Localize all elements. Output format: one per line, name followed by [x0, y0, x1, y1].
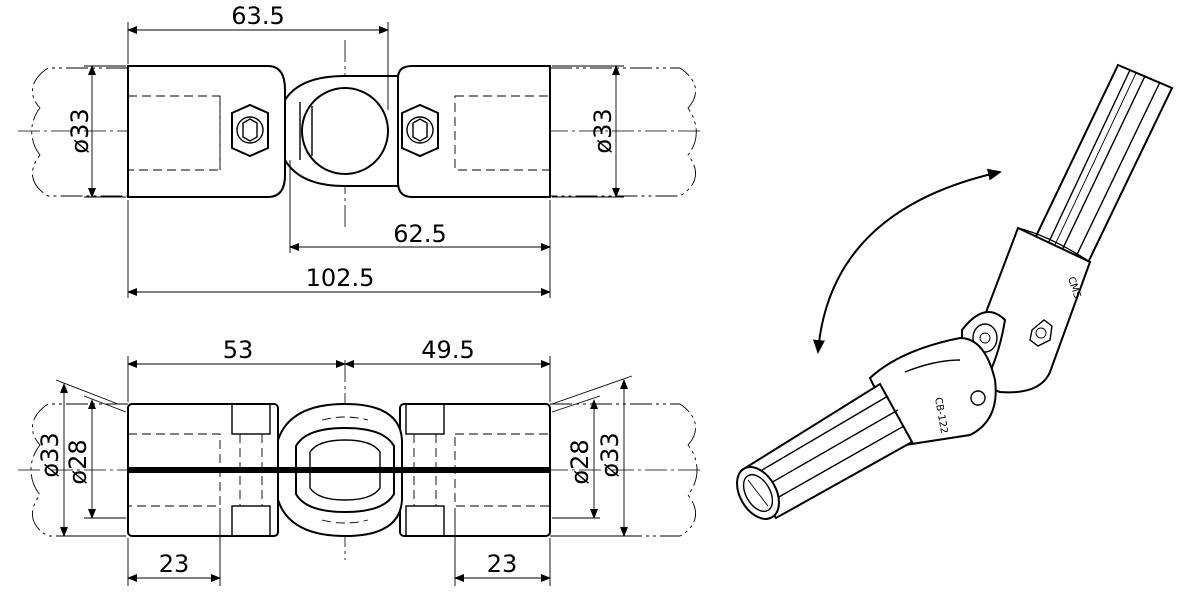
dia-text-left-outer: ø33 — [36, 432, 64, 477]
dia-left-inner-bottom: ø28 — [64, 395, 127, 519]
rotation-arrow-icon — [813, 168, 1002, 354]
phantom-pipe-right — [550, 67, 697, 197]
left-socket-top — [127, 65, 286, 198]
dimension-23-right: 23 — [454, 508, 551, 586]
dim-text-102-5: 102.5 — [306, 264, 375, 292]
dia-left-top: ø33 — [66, 65, 126, 198]
dia-right-top: ø33 — [552, 65, 624, 198]
hex-bolt-right-icon — [401, 103, 439, 158]
dim-text-63-5: 63.5 — [231, 2, 284, 30]
dia-right-inner-bottom: ø28 — [551, 395, 601, 519]
dia-right-outer-bottom: ø33 — [551, 375, 633, 537]
dia-left-outer-bottom: ø33 — [36, 379, 126, 537]
dia-text-right-top: ø33 — [589, 108, 617, 153]
dim-text-49-5: 49.5 — [421, 336, 474, 364]
dim-text-23-left: 23 — [159, 550, 190, 578]
dimension-53: 53 — [127, 336, 346, 402]
dia-text-right-inner: ø28 — [566, 439, 594, 484]
dim-text-62-5: 62.5 — [393, 220, 446, 248]
right-socket-top — [397, 65, 551, 198]
lower-pipe — [736, 382, 914, 520]
bottom-view: 53 49.5 23 23 ø33 — [18, 336, 700, 586]
center-band — [128, 467, 550, 473]
dia-text-right-outer: ø33 — [596, 432, 624, 477]
dimension-49-5: 49.5 — [344, 336, 551, 402]
dimension-62-5: 62.5 — [289, 160, 551, 298]
top-view: 63.5 62.5 102.5 ø33 ø33 — [18, 2, 700, 298]
dimension-102-5: 102.5 — [127, 200, 551, 298]
clamp-eye-top — [284, 75, 399, 187]
dim-text-53: 53 — [223, 336, 254, 364]
lower-socket: CB-122 — [868, 336, 997, 447]
hex-bolt-left-icon — [231, 103, 269, 158]
dia-text-left-inner: ø28 — [64, 439, 92, 484]
isometric-view: CMS CB-122 — [736, 63, 1174, 520]
phantom-pipe-left — [31, 67, 128, 197]
dia-text-left-top: ø33 — [66, 108, 94, 153]
dimension-23-left: 23 — [127, 508, 221, 586]
dim-text-23-right: 23 — [487, 550, 518, 578]
dimension-63-5: 63.5 — [127, 2, 389, 110]
